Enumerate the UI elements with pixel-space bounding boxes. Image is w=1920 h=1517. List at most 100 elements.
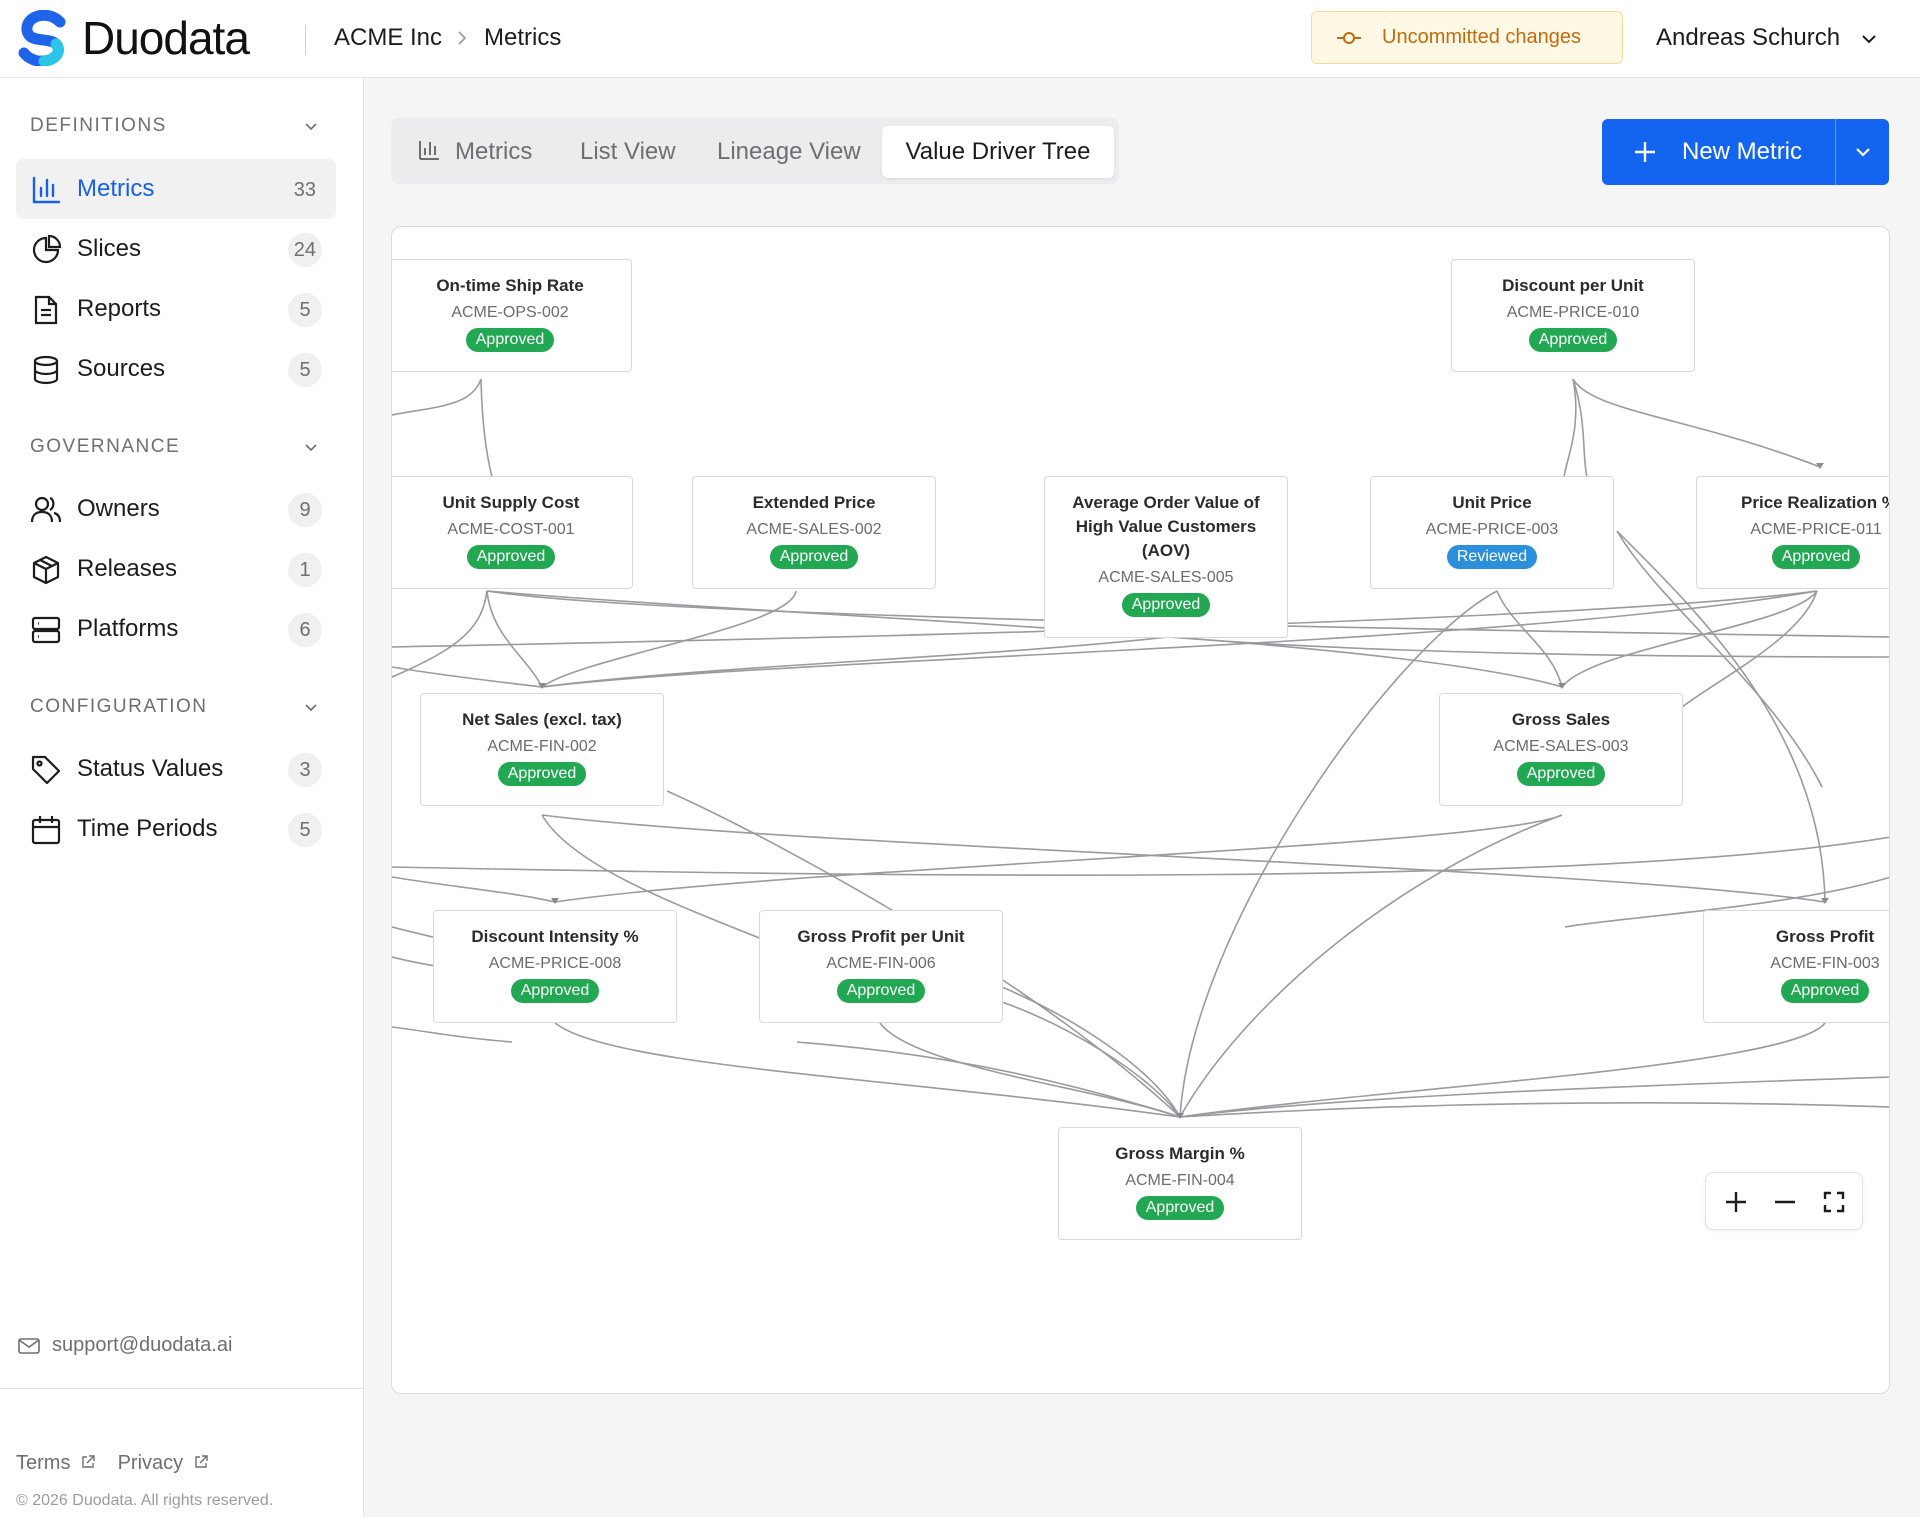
sidebar-item-releases[interactable]: Releases 1	[16, 539, 336, 599]
metric-node-title: Gross Margin %	[1115, 1144, 1245, 1163]
top-header: Duodata ACME Inc Metrics Uncommitted cha…	[0, 0, 1920, 78]
chevron-down-icon[interactable]	[1858, 28, 1880, 50]
metric-node-code: ACME-FIN-004	[1125, 1172, 1235, 1189]
external-link-icon	[82, 1455, 95, 1468]
support-email-link[interactable]: support@duodata.ai	[18, 1334, 232, 1357]
status-badge: Approved	[1135, 1196, 1225, 1220]
status-badge: Approved	[465, 328, 555, 352]
status-badge: Approved	[497, 762, 587, 786]
sidebar-item-label: Sources	[77, 355, 166, 382]
chevron-down-icon[interactable]	[302, 438, 320, 456]
sidebar-item-count: 33	[293, 179, 316, 201]
sidebar-item-slices[interactable]: Slices 24	[16, 219, 336, 279]
metric-node[interactable]: Unit Price ACME-PRICE-003 Reviewed	[1370, 476, 1614, 589]
metric-node[interactable]: Gross Profit per Unit ACME-FIN-006 Appro…	[759, 910, 1003, 1023]
external-link-icon	[195, 1455, 208, 1468]
sidebar-item-sources[interactable]: Sources 5	[16, 339, 336, 399]
footer-links: Terms Privacy	[16, 1452, 209, 1475]
metric-node-title: Net Sales (excl. tax)	[462, 710, 622, 729]
plus-icon	[1635, 142, 1655, 162]
new-metric-button[interactable]: New Metric	[1602, 119, 1889, 185]
metric-node[interactable]: Net Sales (excl. tax) ACME-FIN-002 Appro…	[420, 693, 664, 806]
zoom-in-icon[interactable]	[1722, 1188, 1750, 1216]
uncommitted-changes-button[interactable]: Uncommitted changes	[1311, 11, 1623, 64]
header-divider	[305, 25, 306, 55]
copyright-text: © 2026 Duodata. All rights reserved.	[16, 1492, 274, 1509]
status-badge: Approved	[769, 545, 859, 569]
tag-icon	[31, 755, 61, 785]
uncommitted-changes-label: Uncommitted changes	[1382, 26, 1581, 48]
chevron-down-icon[interactable]	[302, 698, 320, 716]
metric-node-code: ACME-COST-001	[447, 521, 575, 538]
bar-chart-icon	[32, 176, 61, 204]
pie-chart-icon	[32, 234, 62, 264]
sidebar-item-count: 1	[288, 553, 322, 587]
metric-node-code: ACME-SALES-003	[1493, 738, 1629, 755]
metric-node[interactable]: Discount Intensity % ACME-PRICE-008 Appr…	[433, 910, 677, 1023]
status-badge: Approved	[510, 979, 600, 1003]
metric-node-code: ACME-FIN-006	[826, 955, 936, 972]
sidebar-item-owners[interactable]: Owners 9	[16, 479, 336, 539]
tab-metrics[interactable]: Metrics	[417, 126, 532, 178]
button-divider	[1835, 119, 1836, 185]
sidebar: DEFINITIONS Metrics 33 Slices 24 Reports…	[0, 78, 364, 1517]
zoom-out-icon[interactable]	[1771, 1188, 1799, 1216]
metric-node-code: ACME-PRICE-011	[1750, 521, 1882, 538]
metric-node[interactable]: Discount per Unit ACME-PRICE-010 Approve…	[1451, 259, 1695, 372]
metric-node-code: ACME-PRICE-008	[488, 955, 622, 972]
sidebar-item-time-periods[interactable]: Time Periods 5	[16, 799, 336, 859]
sidebar-item-label: Slices	[77, 235, 142, 262]
users-icon	[30, 496, 62, 523]
server-icon	[31, 616, 61, 644]
status-badge: Approved	[836, 979, 926, 1003]
metric-node[interactable]: Gross Profit ACME-FIN-003 Approved	[1703, 910, 1889, 1023]
tab-list-view[interactable]: List View	[580, 138, 676, 165]
section-title-governance: GOVERNANCE	[30, 436, 181, 457]
breadcrumb-org[interactable]: ACME Inc	[334, 24, 443, 51]
sidebar-item-label: Time Periods	[77, 815, 218, 842]
sidebar-item-reports[interactable]: Reports 5	[16, 279, 336, 339]
package-icon	[32, 555, 60, 585]
tree-edges	[392, 378, 1889, 1119]
breadcrumb-page[interactable]: Metrics	[484, 24, 562, 51]
sidebar-item-count: 5	[288, 813, 322, 847]
sidebar-item-count: 5	[288, 293, 322, 327]
terms-link[interactable]: Terms	[16, 1452, 71, 1474]
chevron-down-icon[interactable]	[302, 117, 320, 135]
metric-node[interactable]: Price Realization % ACME-PRICE-011 Appro…	[1696, 476, 1889, 589]
metric-node-title: Extended Price	[752, 493, 876, 512]
metric-node-code: ACME-FIN-002	[487, 738, 597, 755]
privacy-link[interactable]: Privacy	[117, 1452, 184, 1474]
fit-view-icon[interactable]	[1820, 1188, 1848, 1216]
view-tabs: Metrics List View Lineage View Value Dri…	[391, 118, 1119, 184]
sidebar-item-count: 24	[287, 233, 322, 267]
sidebar-item-platforms[interactable]: Platforms 6	[16, 599, 336, 659]
metric-node[interactable]: On-time Ship Rate ACME-OPS-002 Approved	[392, 259, 632, 372]
metric-node-code: ACME-SALES-005	[1098, 569, 1234, 586]
zoom-controls	[1705, 1172, 1863, 1230]
metric-node-title: Gross Sales	[1511, 710, 1611, 729]
metric-node[interactable]: Unit Supply Cost ACME-COST-001 Approved	[392, 476, 633, 589]
sidebar-item-metrics[interactable]: Metrics 33	[16, 159, 336, 219]
status-badge: Approved	[1771, 545, 1861, 569]
metric-node[interactable]: Extended Price ACME-SALES-002 Approved	[692, 476, 936, 589]
user-menu-name[interactable]: Andreas Schurch	[1656, 24, 1841, 51]
sidebar-footer	[0, 1388, 363, 1517]
tab-lineage-view[interactable]: Lineage View	[717, 138, 861, 165]
sidebar-item-status-values[interactable]: Status Values 3	[16, 739, 336, 799]
sidebar-item-label: Metrics	[77, 175, 155, 202]
tab-value-driver-tree[interactable]: Value Driver Tree	[882, 126, 1114, 178]
value-driver-tree-canvas[interactable]: On-time Ship Rate ACME-OPS-002 Approved …	[391, 226, 1890, 1394]
chevron-right-icon	[458, 31, 467, 45]
database-icon	[33, 355, 59, 385]
sidebar-item-label: Status Values	[77, 755, 224, 782]
sidebar-item-label: Owners	[77, 495, 160, 522]
metric-node-title: On-time Ship Rate	[436, 276, 584, 295]
metric-node[interactable]: Gross Sales ACME-SALES-003 Approved	[1439, 693, 1683, 806]
sidebar-item-label: Releases	[77, 555, 178, 582]
metric-node[interactable]: Gross Margin % ACME-FIN-004 Approved	[1058, 1127, 1302, 1240]
sidebar-item-label: Reports	[77, 295, 162, 322]
chevron-down-icon[interactable]	[1852, 141, 1874, 163]
metric-node[interactable]: Average Order Value of High Value Custom…	[1044, 476, 1288, 638]
brand-logo[interactable]: Duodata	[16, 10, 250, 66]
